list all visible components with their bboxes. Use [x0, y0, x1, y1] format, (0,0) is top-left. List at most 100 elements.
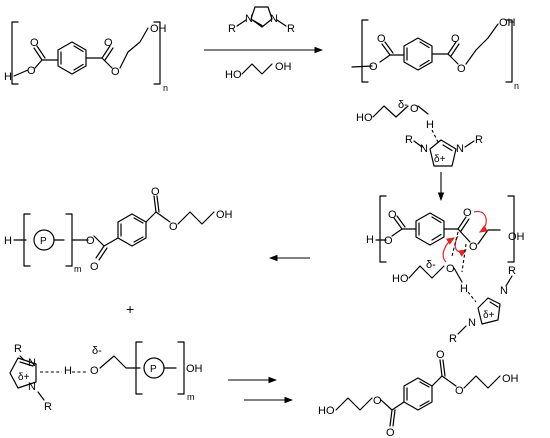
bond-line: [389, 409, 393, 427]
atom-label: H: [426, 119, 434, 131]
bond-line: [276, 19, 287, 27]
bond-line: [36, 45, 46, 59]
ethylene-glycol-reagent: HO OH: [225, 61, 292, 81]
bond-line: [460, 218, 470, 232]
bond-line: [98, 247, 108, 261]
bond-line: [408, 265, 445, 279]
atom-label: O: [388, 209, 397, 221]
atom-label: P: [40, 236, 47, 247]
imidazolium-ring: [429, 139, 457, 167]
atom-label: O: [455, 385, 464, 397]
atom-label: R: [508, 265, 516, 277]
bracket-right: [153, 21, 161, 85]
bond-line: [406, 41, 430, 67]
atom-label: O: [86, 235, 95, 247]
atom-label: N: [456, 143, 464, 155]
bhet-product: HO O O O O OH: [318, 349, 519, 438]
bond-line: [60, 45, 84, 71]
electron-arrow-1: [473, 210, 489, 233]
bond-line: [19, 355, 25, 361]
imidazolium-ring-2: [477, 297, 501, 325]
atom-label: O: [446, 263, 455, 275]
bond-line: [104, 47, 114, 61]
eg-hydrogen-bond-complex: δ- HO O H N N R R δ+: [356, 99, 483, 167]
bond-line: [391, 401, 405, 411]
bond-line: [505, 275, 513, 287]
atom-label: O: [151, 186, 160, 198]
bond-line: [37, 391, 45, 401]
pet-polymer-top-right: n O O O O OH: [351, 17, 519, 91]
bond-line: [453, 267, 463, 283]
atom-label: OH: [508, 231, 525, 243]
bond-line: [463, 375, 501, 389]
atom-label: OH: [275, 61, 292, 73]
plus-sign: +: [126, 301, 134, 317]
bond-line: [380, 399, 393, 411]
bond-line: [103, 237, 119, 247]
atom-label: N: [28, 357, 36, 369]
benzene-ring: [57, 41, 87, 75]
atom-label: OH: [186, 363, 203, 375]
bond-line: [450, 43, 460, 57]
atom-label: R: [405, 134, 413, 146]
atom-label: δ+: [483, 310, 495, 321]
bond-line: [461, 243, 467, 273]
pet-polymer-top-left: n H O O O O OH: [4, 21, 168, 93]
atom-label: O: [469, 241, 478, 253]
reaction-arrow-top: N N R R HO OH: [204, 6, 324, 81]
transition-state: H O O O O OH δ- HO O H N: [366, 195, 525, 345]
bond-line: [236, 19, 247, 27]
bond-line: [447, 41, 457, 55]
bond-line: [335, 397, 373, 411]
atom-label: H: [366, 234, 374, 246]
atom-label: n: [514, 81, 519, 91]
bond-line: [457, 228, 471, 243]
atom-label: HO: [318, 405, 335, 417]
bond-line: [120, 217, 144, 243]
polymer-ester-product: H P m O O O O OH: [4, 186, 233, 274]
bond-line: [489, 301, 499, 308]
bond-line: [417, 105, 429, 115]
electron-arrow-3: [442, 237, 456, 263]
benzene-ring-3: [415, 212, 445, 246]
atom-label: N: [420, 143, 428, 155]
bond-line: [384, 41, 394, 54]
atom-label: O: [169, 221, 178, 233]
atom-label: HO: [356, 112, 373, 124]
atom-label: δ-: [92, 345, 102, 357]
atom-label: O: [436, 349, 445, 361]
atom-label: R: [44, 401, 52, 413]
bond-line: [153, 195, 157, 213]
atom-label: H: [64, 365, 72, 377]
bond-line: [156, 195, 160, 213]
bond-line: [406, 381, 430, 407]
atom-label: δ+: [434, 154, 446, 165]
bond-line: [99, 355, 141, 369]
bond-line: [23, 213, 31, 267]
subscript-n: n: [163, 83, 168, 93]
atom-label: O: [373, 395, 382, 407]
benzene-ring-2: [403, 37, 433, 71]
bond-line: [65, 213, 73, 267]
atom-label: O: [463, 207, 472, 219]
bond-line: [442, 144, 453, 152]
bond-line: [507, 195, 515, 263]
bond-line: [393, 217, 403, 230]
atom-label: OH: [499, 17, 516, 29]
bond-line: [93, 235, 105, 247]
atom-label: R: [14, 343, 22, 355]
bond-line: [177, 211, 215, 225]
atom-label: O: [451, 33, 460, 45]
ester-o-2: O: [111, 66, 120, 78]
bond-line: [379, 54, 391, 63]
bond-line: [13, 69, 29, 77]
bond-line: [505, 19, 513, 83]
atom-label: O: [377, 33, 386, 45]
bond-line: [451, 231, 459, 257]
bond-line: [447, 53, 459, 65]
bond-line: [392, 409, 396, 427]
atom-label: R: [228, 23, 236, 35]
atom-label: R: [475, 134, 483, 146]
